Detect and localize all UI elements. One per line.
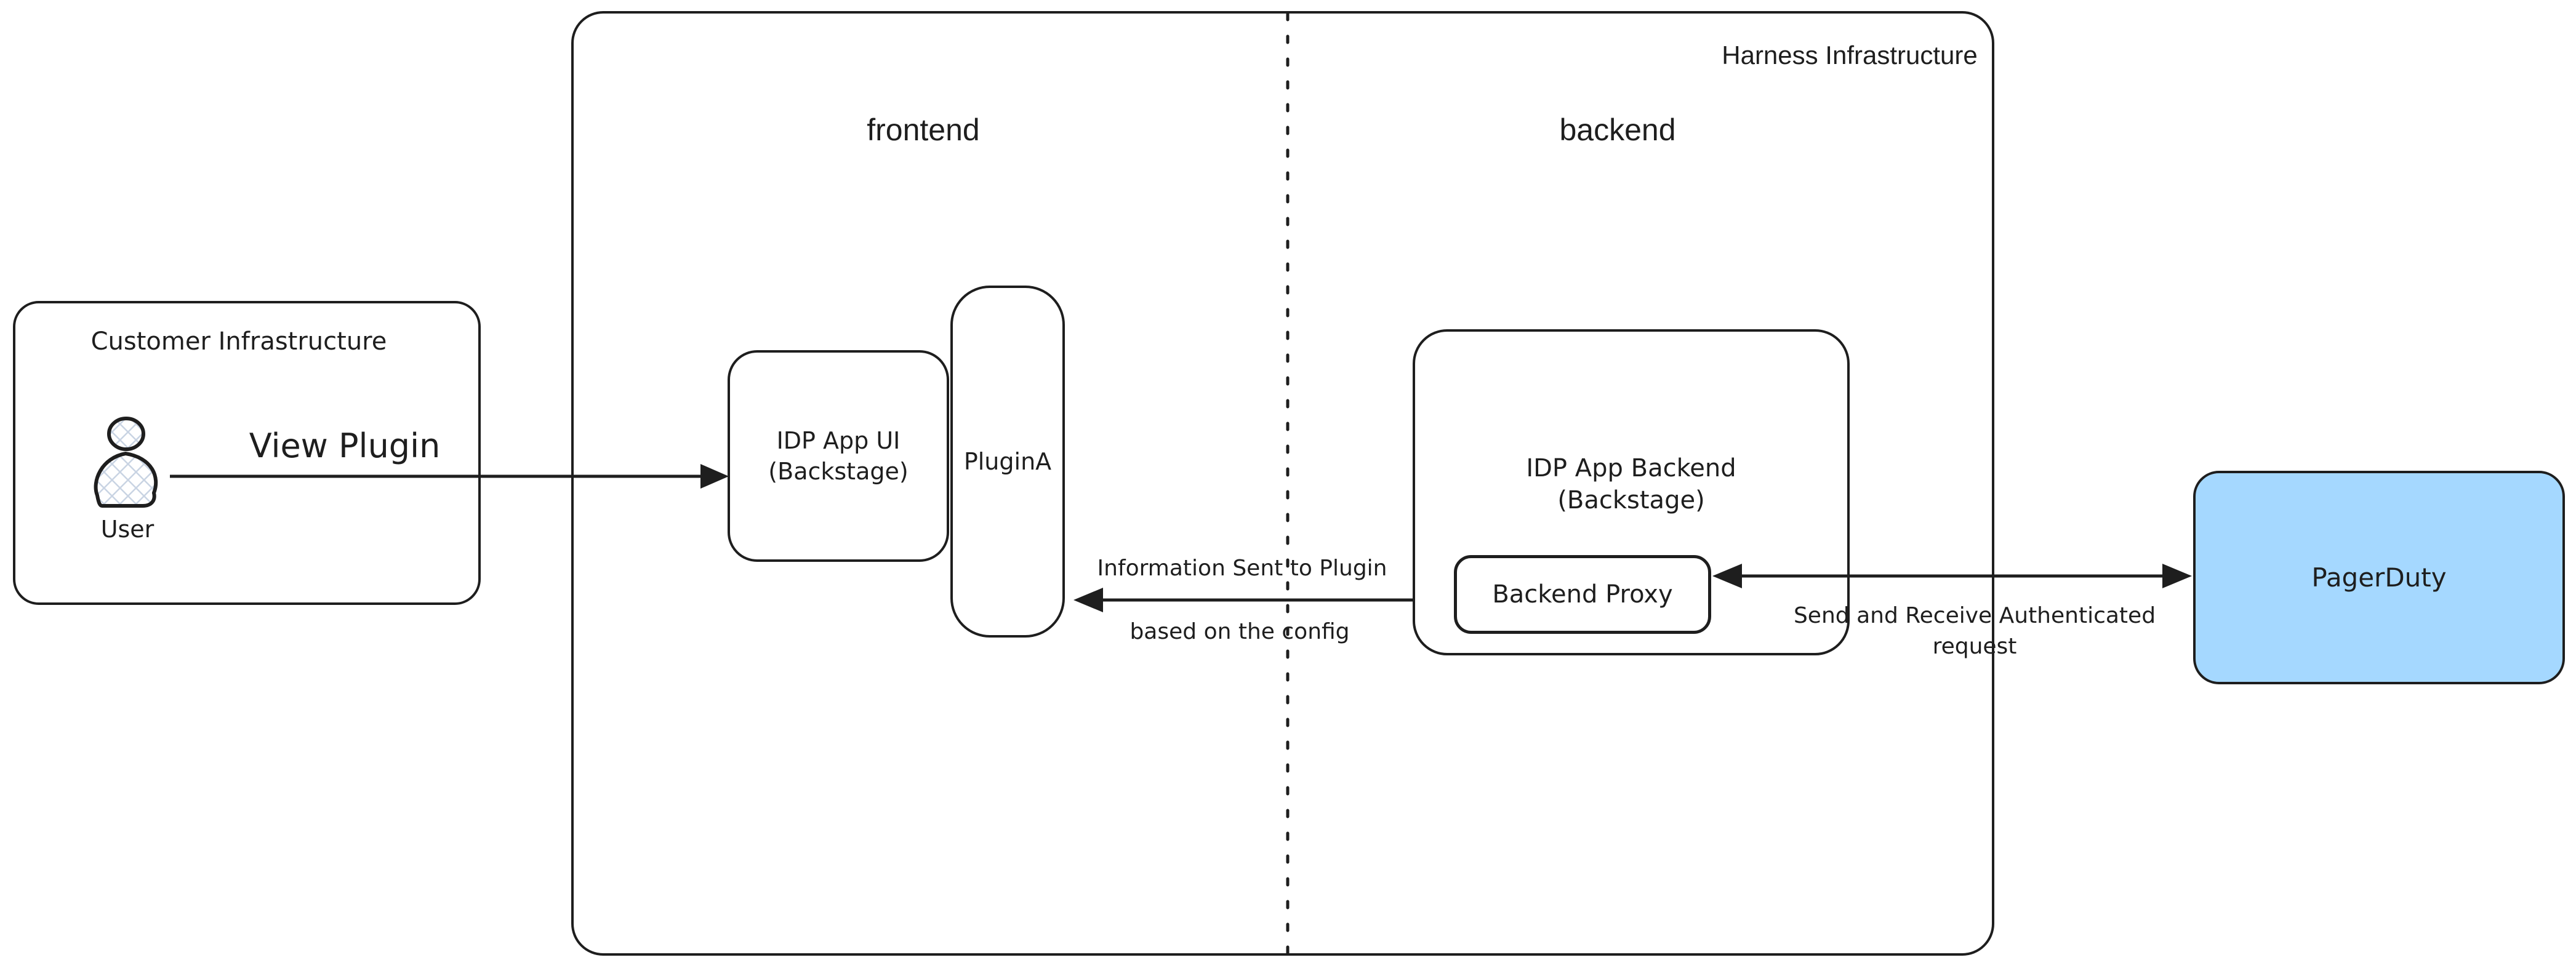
idp-app-backend-node: IDP App Backend (Backstage) bbox=[1413, 329, 1850, 655]
auth-request-edge-label-line2: request bbox=[1932, 634, 2017, 659]
idp-app-ui-label: IDP App UI (Backstage) bbox=[768, 425, 908, 487]
backend-proxy-label: Backend Proxy bbox=[1492, 580, 1673, 609]
info-to-plugin-edge-label-line1: Information Sent to Plugin bbox=[1097, 556, 1387, 581]
idp-app-backend-label: IDP App Backend (Backstage) bbox=[1415, 452, 1847, 516]
harness-infrastructure-label: Harness Infrastructure bbox=[1722, 41, 1978, 70]
customer-infrastructure-label: Customer Infrastructure bbox=[90, 327, 387, 356]
info-to-plugin-edge-label-line2: based on the config bbox=[1130, 619, 1350, 644]
pagerduty-node: PagerDuty bbox=[2193, 471, 2565, 684]
harness-infrastructure-box bbox=[571, 11, 1994, 956]
plugin-a-node: PluginA bbox=[950, 286, 1065, 638]
plugin-a-label: PluginA bbox=[963, 448, 1052, 475]
frontend-section-label: frontend bbox=[867, 113, 980, 147]
auth-request-edge-label-line1: Send and Receive Authenticated bbox=[1793, 603, 2156, 628]
idp-app-backend-label-line2: (Backstage) bbox=[1557, 486, 1705, 514]
backend-proxy-node: Backend Proxy bbox=[1454, 555, 1711, 634]
view-plugin-edge-label: View Plugin bbox=[249, 426, 441, 465]
pagerduty-label: PagerDuty bbox=[2311, 562, 2447, 593]
idp-app-ui-label-line1: IDP App UI bbox=[776, 427, 901, 454]
user-label: User bbox=[100, 516, 154, 543]
customer-infrastructure-box bbox=[13, 301, 481, 605]
idp-app-ui-label-line2: (Backstage) bbox=[768, 458, 909, 485]
idp-app-ui-node: IDP App UI (Backstage) bbox=[728, 350, 949, 562]
idp-app-backend-label-line1: IDP App Backend bbox=[1526, 454, 1736, 482]
backend-section-label: backend bbox=[1559, 113, 1676, 147]
